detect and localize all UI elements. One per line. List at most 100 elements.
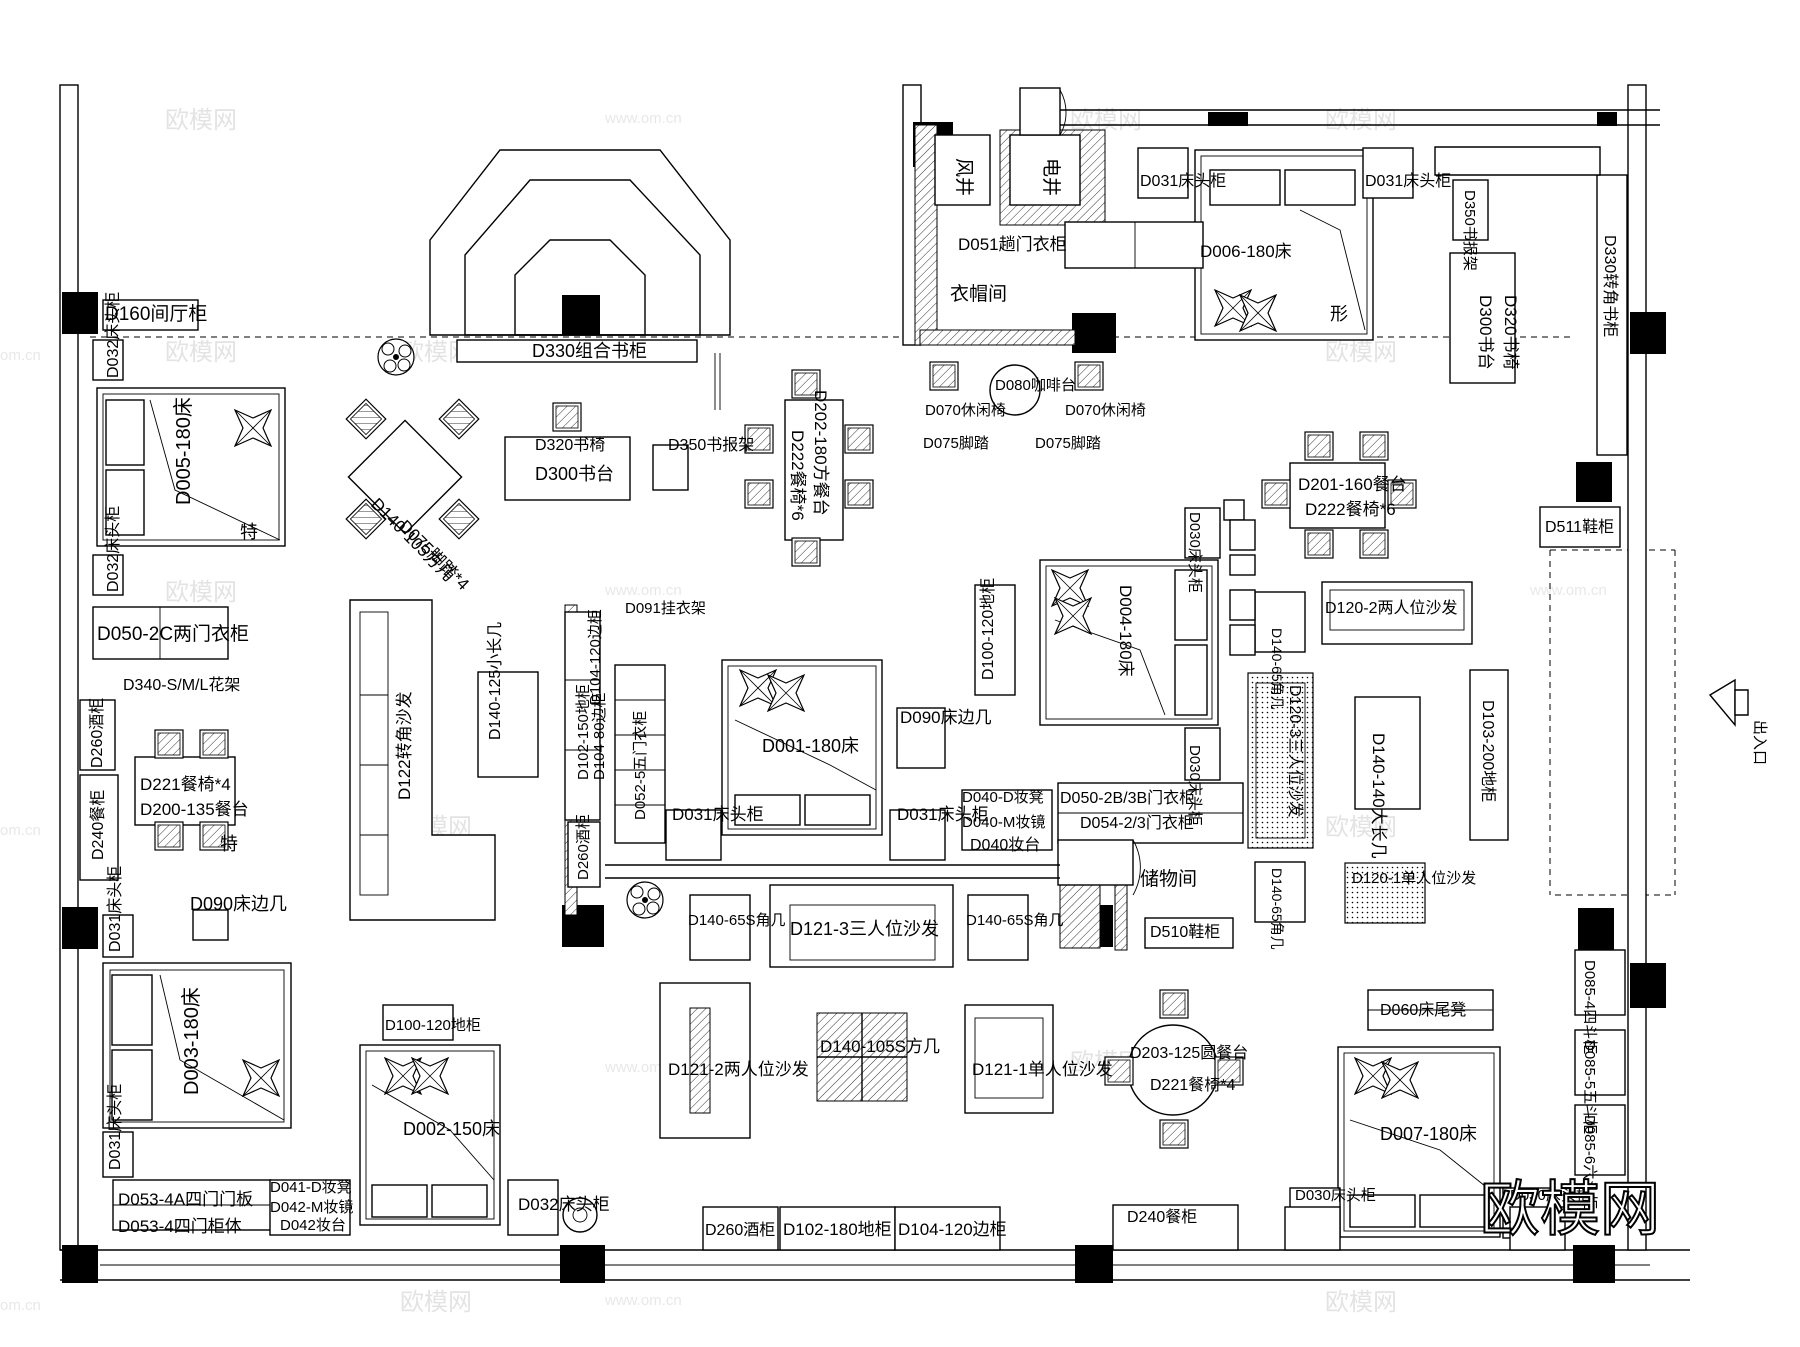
furniture-label: D085-6六斗柜: [1581, 1115, 1598, 1209]
furniture-label: D120-3三人位沙发: [1286, 685, 1304, 817]
furniture-label: D005-180床: [172, 397, 195, 505]
furniture-label: D053-4四门柜体: [118, 1217, 242, 1236]
furniture-label: D102-150地柜: [575, 684, 592, 780]
furniture-label: D030床头柜: [1510, 1187, 1591, 1204]
beds: [96, 149, 1501, 1238]
furniture-label: D104-80边柜: [591, 692, 608, 780]
furniture-label: D042-M妆镜: [270, 1198, 353, 1216]
furniture-label: D002-150床: [403, 1119, 500, 1139]
furniture-label: D001-180床: [762, 736, 859, 756]
furniture-label: 特: [240, 522, 258, 542]
furniture-label: D140-65角几: [1269, 628, 1285, 710]
furniture-label: D032床头柜: [104, 292, 122, 378]
furniture-label: D054-2/3门衣柜: [1080, 814, 1194, 832]
brand-logo: 欧模网: [1480, 1176, 1660, 1243]
furniture-label: D122转角沙发: [395, 691, 414, 800]
furniture-label: D221餐椅*4: [140, 775, 231, 794]
furniture-label: D031床头柜: [106, 1084, 124, 1170]
furniture-label: D004-180床: [1116, 585, 1135, 677]
watermark-url: om.cn: [0, 1297, 41, 1314]
furniture-label: D030床头柜: [1295, 1187, 1376, 1204]
furniture-label: D350书报架: [1461, 190, 1478, 271]
furniture-label: D260酒柜: [88, 698, 106, 768]
watermark-url: www.om.cn: [604, 582, 682, 599]
furniture-label: D221餐椅*4: [1150, 1076, 1235, 1094]
furniture-label: D075脚踏: [923, 435, 989, 452]
furniture-label: 形: [1330, 304, 1348, 324]
furniture-label: D511鞋柜: [1545, 518, 1614, 536]
furniture-label: D140-65S角几: [688, 912, 786, 929]
furniture-label: D140-105S方几: [820, 1037, 940, 1056]
furniture-label: D031床头柜: [106, 866, 124, 952]
furniture-label: D031床头柜: [1365, 172, 1451, 190]
furniture-label: D032床头柜: [518, 1195, 610, 1214]
furniture-label: D121-2两人位沙发: [668, 1060, 809, 1079]
room-label: 储物间: [1140, 868, 1197, 890]
furniture-label: D030床头柜: [1186, 512, 1203, 593]
furniture-label: D070休闲椅: [925, 402, 1006, 419]
watermark-url: om.cn: [0, 347, 41, 364]
furniture-label: D140-65S角几: [966, 912, 1064, 929]
furniture-label: D031床头柜: [1140, 172, 1226, 190]
furniture-label: D140-125小长几: [486, 622, 504, 740]
furniture-label: D103-200地柜: [1479, 700, 1497, 802]
furniture-label: D091挂衣架: [625, 600, 706, 617]
furniture-label: D121-1单人位沙发: [972, 1060, 1113, 1079]
furniture-label: D350书报架: [668, 436, 754, 454]
cabinets: [79, 146, 1628, 1251]
watermark-url: www.om.cn: [604, 110, 682, 127]
furniture-label: D075脚踏: [1035, 435, 1101, 452]
furniture-label: D140-140大长几: [1369, 733, 1388, 859]
furniture-label: D050-2B/3B门衣柜: [1060, 789, 1195, 807]
furniture-label: D090床边几: [190, 894, 287, 914]
watermark-url: www.om.cn: [604, 1292, 682, 1309]
furniture-label: D160间厅柜: [105, 303, 207, 325]
furniture-label: D040-M妆镜: [962, 813, 1045, 831]
watermark-text: 欧模网: [165, 339, 237, 366]
furniture-label: D006-180床: [1200, 242, 1292, 261]
furniture-label: D120-1单人位沙发: [1352, 870, 1476, 887]
room-label: 风井: [953, 158, 975, 196]
room-label: 衣帽间: [950, 283, 1007, 305]
watermark-text: 欧模网: [165, 107, 237, 134]
watermark-text: 欧模网: [1325, 339, 1397, 366]
furniture-label: D003-180床: [180, 987, 203, 1095]
furniture-label: D200-135餐台: [140, 800, 249, 819]
furniture-label: D031床头柜: [672, 805, 764, 824]
furniture-label: D042妆台: [280, 1217, 346, 1234]
furniture-label: D050-2C两门衣柜: [97, 623, 249, 645]
furniture-label: D031床头柜: [897, 805, 989, 824]
furniture-label: D340-S/M/L花架: [123, 676, 240, 694]
furniture-label: D070休闲椅: [1065, 402, 1146, 419]
furniture-label: D260酒柜: [575, 814, 592, 880]
furniture-label: D040-D妆凳: [962, 789, 1044, 806]
furniture-label: D320书椅: [1501, 295, 1520, 370]
entrance-arrow-icon: 出入口: [1708, 678, 1768, 765]
furniture-label: D090床边几: [900, 708, 992, 727]
watermark-url: om.cn: [0, 822, 41, 839]
furniture-label: D330转角书柜: [1601, 235, 1619, 337]
furniture-label: D041-D妆凳: [270, 1179, 352, 1196]
watermark-url: www.om.cn: [1529, 582, 1607, 599]
octagon-feature: [429, 149, 731, 336]
furniture-label: D260酒柜: [705, 1221, 775, 1239]
watermark-text: 欧模网: [400, 1289, 472, 1316]
furniture-label: D085-5五斗柜: [1581, 1040, 1598, 1134]
furniture-label: D202-180方餐台: [811, 390, 830, 516]
furniture-label: D030床头柜: [1186, 745, 1203, 826]
furniture-label: D060床尾凳: [1380, 1001, 1466, 1019]
furniture-label: D140-65角几: [1269, 868, 1285, 950]
furniture-label: D510鞋柜: [1150, 923, 1220, 941]
furniture-label: D300书台: [1476, 295, 1495, 370]
furniture-label: D032床头柜: [104, 506, 122, 592]
watermark-text: 欧模网: [1325, 1289, 1397, 1316]
furniture-label: D085-4四斗柜: [1581, 960, 1598, 1054]
furniture-label: D053-4A四门门板: [118, 1190, 253, 1209]
watermark-text: 欧模网: [1325, 814, 1397, 841]
room-label: 电井: [1040, 158, 1062, 196]
furniture-label: D222餐椅*6: [788, 430, 807, 521]
furniture-label: D222餐椅*6: [1305, 500, 1396, 519]
entrance-label: 出入口: [1751, 720, 1768, 765]
watermark-text: 欧模网: [1325, 107, 1397, 134]
